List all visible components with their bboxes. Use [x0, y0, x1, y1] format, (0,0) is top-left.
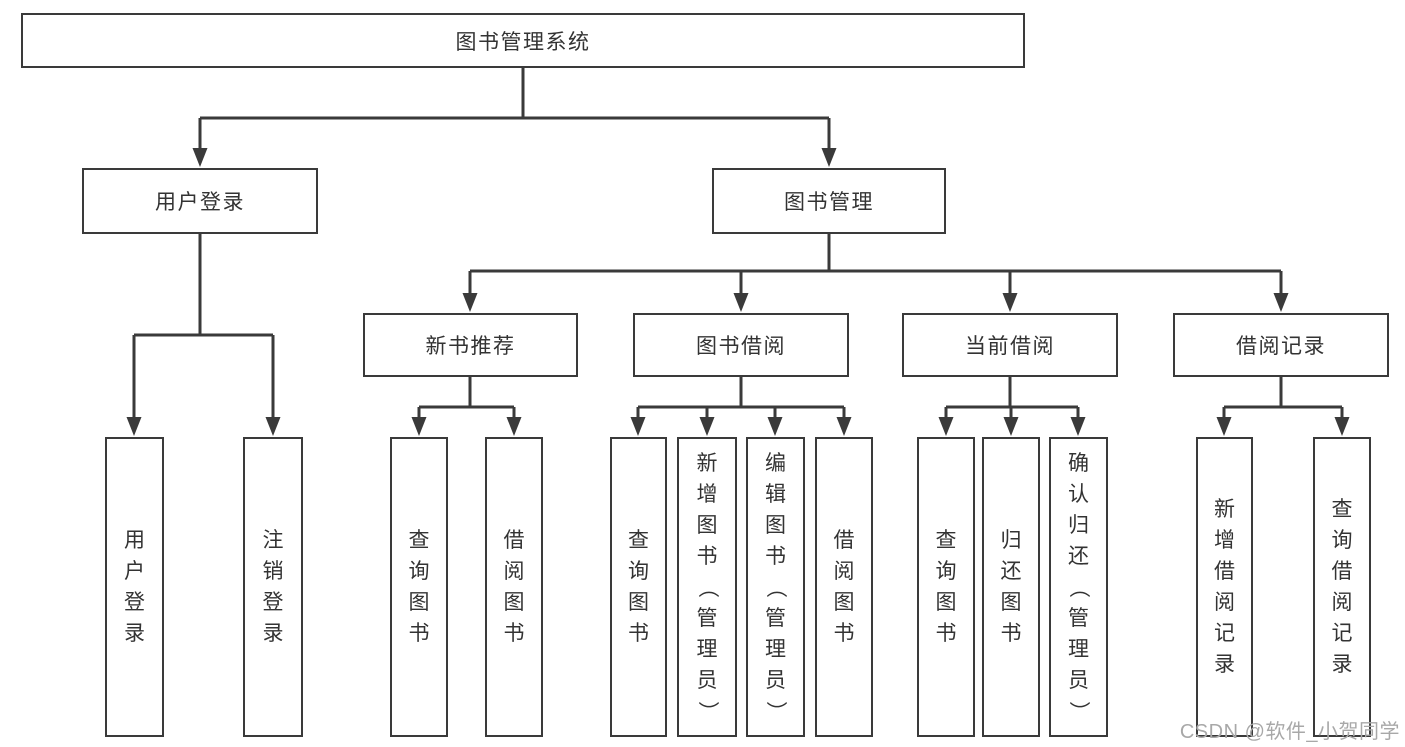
leaf-query-record-label: 查询借阅记录: [1331, 498, 1353, 676]
watermark: CSDN @软件_小贺同学: [1179, 721, 1400, 743]
arrowhead-icon: [630, 417, 646, 436]
node-book-mgmt: 图书管理: [712, 168, 946, 234]
arrowhead-icon: [192, 148, 208, 167]
node-book-borrow: 图书借阅: [633, 313, 849, 377]
connector-borrow-records-branch: [1222, 377, 1344, 423]
node-current-borrow: 当前借阅: [902, 313, 1118, 377]
arrowhead-icon: [1334, 417, 1350, 436]
leaf-return-book: 归还图书: [982, 437, 1040, 737]
arrowhead-icon: [411, 417, 427, 436]
connector-current-borrow-branch: [944, 377, 1080, 423]
leaf-query-books-borrow-label: 查询图书: [628, 529, 649, 645]
arrowhead-icon: [699, 417, 715, 436]
leaf-add-book: 新增图书（管理员）: [677, 437, 737, 737]
leaf-add-record: 新增借阅记录: [1196, 437, 1253, 737]
arrowhead-icon: [506, 417, 522, 436]
leaf-confirm-return: 确认归还（管理员）: [1049, 437, 1108, 737]
connector-book-borrow-branch: [636, 377, 846, 423]
connector-new-book-rec-branch: [417, 377, 516, 423]
leaf-query-record: 查询借阅记录: [1313, 437, 1371, 737]
leaf-edit-book-label: 编辑图书（管理员）: [764, 451, 787, 722]
connector-root-branch: [198, 68, 831, 152]
arrowhead-icon: [1273, 293, 1289, 312]
node-root: 图书管理系统: [21, 13, 1025, 68]
leaf-borrow-books-borrow-label: 借阅图书: [833, 529, 855, 645]
node-current-borrow-label: 当前借阅: [965, 335, 1055, 358]
node-user-login: 用户登录: [82, 168, 318, 234]
arrowhead-icon: [836, 417, 852, 436]
connector-user-login-branch: [132, 234, 275, 422]
node-user-login-label: 用户登录: [155, 191, 245, 214]
leaf-query-books-current: 查询图书: [917, 437, 975, 737]
leaf-add-record-label: 新增借阅记录: [1214, 498, 1235, 676]
arrowhead-icon: [1070, 417, 1086, 436]
leaf-query-books-rec: 查询图书: [390, 437, 448, 737]
leaf-borrow-books-rec-label: 借阅图书: [503, 529, 525, 645]
leaf-confirm-return-label: 确认归还（管理员）: [1067, 451, 1090, 722]
leaf-query-books-current-label: 查询图书: [935, 529, 957, 645]
arrowhead-icon: [938, 417, 954, 436]
leaf-user-login: 用户登录: [105, 437, 164, 737]
leaf-edit-book: 编辑图书（管理员）: [746, 437, 805, 737]
node-borrow-records-label: 借阅记录: [1236, 335, 1326, 358]
arrowhead-icon: [767, 417, 783, 436]
leaf-return-book-label: 归还图书: [1000, 529, 1022, 645]
arrowhead-icon: [1003, 417, 1019, 436]
leaf-logout: 注销登录: [243, 437, 303, 737]
leaf-logout-label: 注销登录: [262, 529, 284, 645]
leaf-borrow-books-rec: 借阅图书: [485, 437, 543, 737]
leaf-borrow-books-borrow: 借阅图书: [815, 437, 873, 737]
node-book-borrow-label: 图书借阅: [696, 335, 786, 358]
arrowhead-icon: [1002, 293, 1018, 312]
leaf-add-book-label: 新增图书（管理员）: [695, 451, 719, 722]
leaf-user-login-label: 用户登录: [124, 529, 145, 645]
node-book-mgmt-label: 图书管理: [784, 191, 874, 214]
node-borrow-records: 借阅记录: [1173, 313, 1389, 377]
connector-book-mgmt-branch: [468, 234, 1283, 297]
arrowhead-icon: [462, 293, 478, 312]
arrowhead-icon: [265, 417, 281, 436]
arrowhead-icon: [733, 293, 749, 312]
node-root-label: 图书管理系统: [455, 30, 591, 54]
leaf-query-books-rec-label: 查询图书: [408, 529, 430, 645]
node-new-book-rec: 新书推荐: [363, 313, 578, 377]
leaf-query-books-borrow: 查询图书: [610, 437, 667, 737]
node-new-book-rec-label: 新书推荐: [425, 335, 516, 358]
arrowhead-icon: [1216, 417, 1232, 436]
arrowhead-icon: [821, 148, 837, 167]
arrowhead-icon: [126, 417, 142, 436]
